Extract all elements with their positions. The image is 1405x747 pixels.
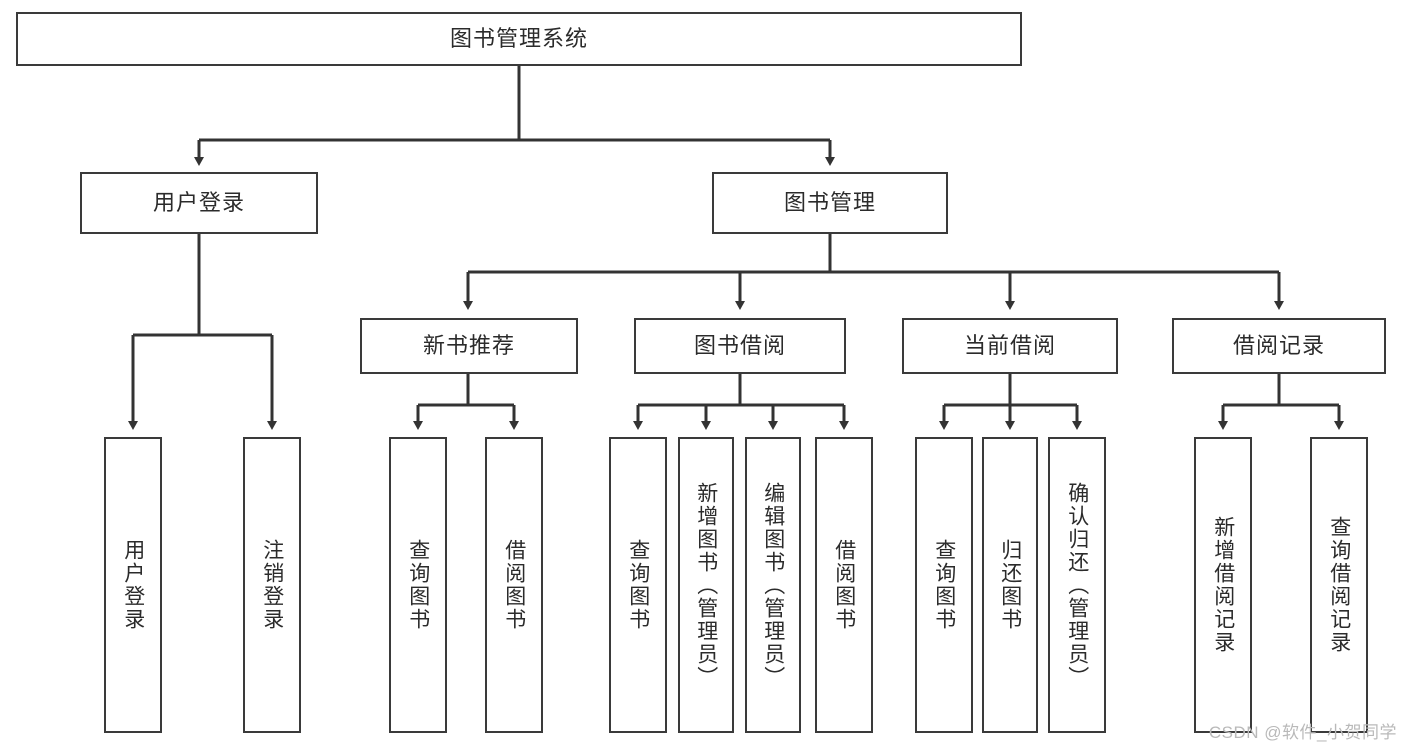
node-leaf-add-record-label: 新增借阅记录 <box>1211 516 1235 654</box>
node-leaf-add-record[interactable]: 新增借阅记录 <box>1194 437 1252 733</box>
node-leaf-user-logout-label: 注销登录 <box>260 539 284 631</box>
node-leaf-confirm-return[interactable]: 确认归还（管理员） <box>1048 437 1106 733</box>
node-current-borrow[interactable]: 当前借阅 <box>902 318 1118 374</box>
node-leaf-return-book-label: 归还图书 <box>998 539 1022 631</box>
node-root[interactable]: 图书管理系统 <box>16 12 1022 66</box>
node-leaf-edit-book[interactable]: 编辑图书（管理员） <box>745 437 801 733</box>
node-new-book-rec-label: 新书推荐 <box>422 333 515 358</box>
node-leaf-query-book-1[interactable]: 查询图书 <box>389 437 447 733</box>
node-leaf-borrow-book-2-label: 借阅图书 <box>832 539 856 631</box>
node-leaf-query-book-3[interactable]: 查询图书 <box>915 437 973 733</box>
node-leaf-query-book-3-label: 查询图书 <box>932 539 956 631</box>
node-leaf-user-logout[interactable]: 注销登录 <box>243 437 301 733</box>
node-leaf-query-record-label: 查询借阅记录 <box>1327 516 1351 654</box>
node-borrow-record[interactable]: 借阅记录 <box>1172 318 1386 374</box>
node-borrow-record-label: 借阅记录 <box>1232 333 1325 358</box>
node-book-borrow-label: 图书借阅 <box>693 333 786 358</box>
node-user-login-label: 用户登录 <box>152 190 245 215</box>
node-leaf-query-book-2-label: 查询图书 <box>626 539 650 631</box>
node-user-login[interactable]: 用户登录 <box>80 172 318 234</box>
node-new-book-rec[interactable]: 新书推荐 <box>360 318 578 374</box>
node-leaf-user-login-label: 用户登录 <box>121 539 145 631</box>
node-book-manage[interactable]: 图书管理 <box>712 172 948 234</box>
node-leaf-add-book[interactable]: 新增图书（管理员） <box>678 437 734 733</box>
node-book-borrow[interactable]: 图书借阅 <box>634 318 846 374</box>
node-leaf-confirm-return-label: 确认归还（管理员） <box>1065 481 1089 689</box>
node-leaf-query-book-1-label: 查询图书 <box>406 539 430 631</box>
node-current-borrow-label: 当前借阅 <box>963 333 1056 358</box>
node-leaf-query-record[interactable]: 查询借阅记录 <box>1310 437 1368 733</box>
node-book-manage-label: 图书管理 <box>783 190 876 215</box>
node-leaf-user-login[interactable]: 用户登录 <box>104 437 162 733</box>
node-root-label: 图书管理系统 <box>449 26 588 51</box>
node-leaf-borrow-book-2[interactable]: 借阅图书 <box>815 437 873 733</box>
node-leaf-return-book[interactable]: 归还图书 <box>982 437 1038 733</box>
node-leaf-add-book-label: 新增图书（管理员） <box>694 481 718 689</box>
node-leaf-borrow-book-1[interactable]: 借阅图书 <box>485 437 543 733</box>
node-leaf-edit-book-label: 编辑图书（管理员） <box>761 481 785 689</box>
node-leaf-query-book-2[interactable]: 查询图书 <box>609 437 667 733</box>
node-leaf-borrow-book-1-label: 借阅图书 <box>502 539 526 631</box>
